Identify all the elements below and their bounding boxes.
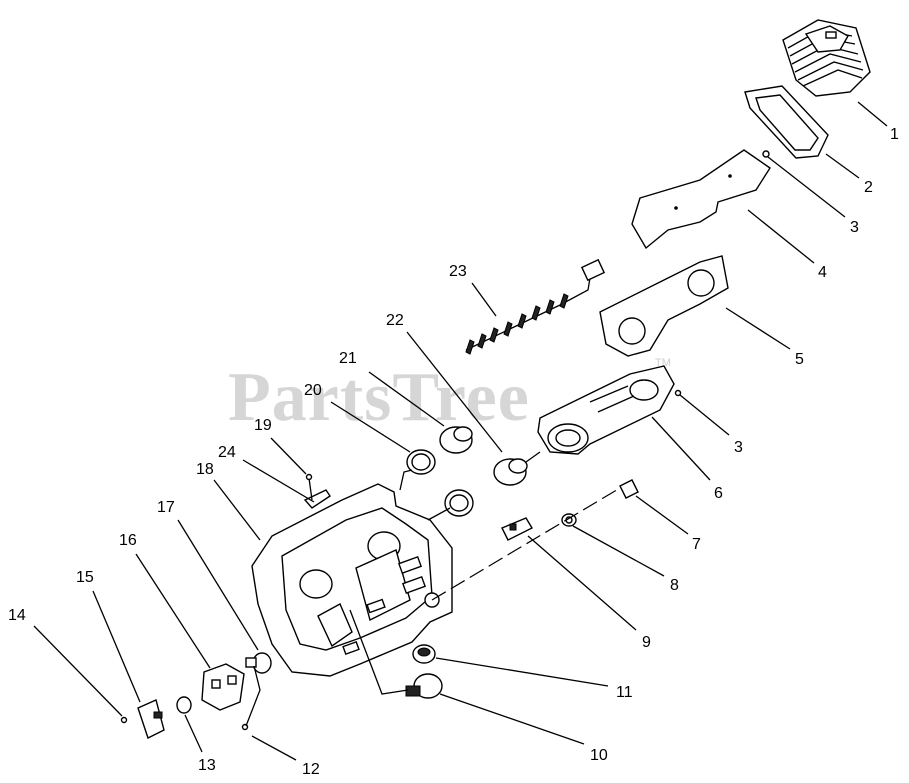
part-23-wiring-harness <box>465 258 606 355</box>
callout-1: 1 <box>890 126 899 143</box>
callout-14: 14 <box>8 607 26 624</box>
part-16-socket <box>201 663 245 711</box>
callout-2: 2 <box>864 179 873 196</box>
callout-labels: 1 2 3 4 5 3 6 7 8 9 11 10 12 13 14 15 16… <box>8 126 899 778</box>
part-20-ring <box>406 449 436 475</box>
callout-24: 24 <box>218 444 236 461</box>
part-14-screw <box>120 716 128 724</box>
callout-23: 23 <box>449 263 467 280</box>
callout-20: 20 <box>304 382 322 399</box>
callout-15: 15 <box>76 569 94 586</box>
callout-18: 18 <box>196 461 214 478</box>
callout-11: 11 <box>616 684 633 701</box>
part-13-cap <box>176 696 192 714</box>
callout-21: 21 <box>339 350 357 367</box>
part-10-key-switch <box>405 673 443 699</box>
part-19-screw <box>305 473 313 501</box>
part-6-bezel-bracket <box>537 365 675 455</box>
part-11-button <box>412 644 436 664</box>
callout-16: 16 <box>119 532 137 549</box>
alignment-lines <box>245 451 621 727</box>
callout-17: 17 <box>157 499 175 516</box>
watermark-text: PartsTree <box>228 359 530 436</box>
part-9-switch <box>501 517 533 541</box>
callout-13: 13 <box>198 757 216 774</box>
part-5-panel-plate <box>599 255 729 357</box>
part-2-gasket <box>744 85 829 159</box>
callout-19: 19 <box>254 417 272 434</box>
callout-5: 5 <box>795 351 804 368</box>
callout-6: 6 <box>714 485 723 502</box>
leader-lines <box>33 101 888 761</box>
part-17-bulb <box>245 652 272 674</box>
callout-10: 10 <box>590 747 608 764</box>
callout-3-mid: 3 <box>734 439 743 456</box>
callout-12: 12 <box>302 761 320 778</box>
part-24-bracket <box>303 489 331 509</box>
part-4-decal <box>631 149 771 250</box>
callout-4: 4 <box>818 264 827 281</box>
watermark-trademark: TM <box>655 357 671 369</box>
part-1-boot <box>782 19 871 97</box>
callout-7: 7 <box>692 536 701 553</box>
callout-22: 22 <box>386 312 404 329</box>
part-21-ring <box>439 426 473 454</box>
callout-9: 9 <box>642 634 651 651</box>
callout-3-top: 3 <box>850 219 859 236</box>
part-22-ring <box>493 458 528 486</box>
callout-8: 8 <box>670 577 679 594</box>
part-8-nut <box>561 513 577 527</box>
part-3-screw-top <box>762 150 770 158</box>
part-18-dash-panel <box>251 483 453 677</box>
part-ring-loose <box>444 489 474 517</box>
part-7-knob <box>619 479 639 499</box>
part-3-screw-mid <box>674 389 682 397</box>
part-15-holder <box>137 699 165 739</box>
